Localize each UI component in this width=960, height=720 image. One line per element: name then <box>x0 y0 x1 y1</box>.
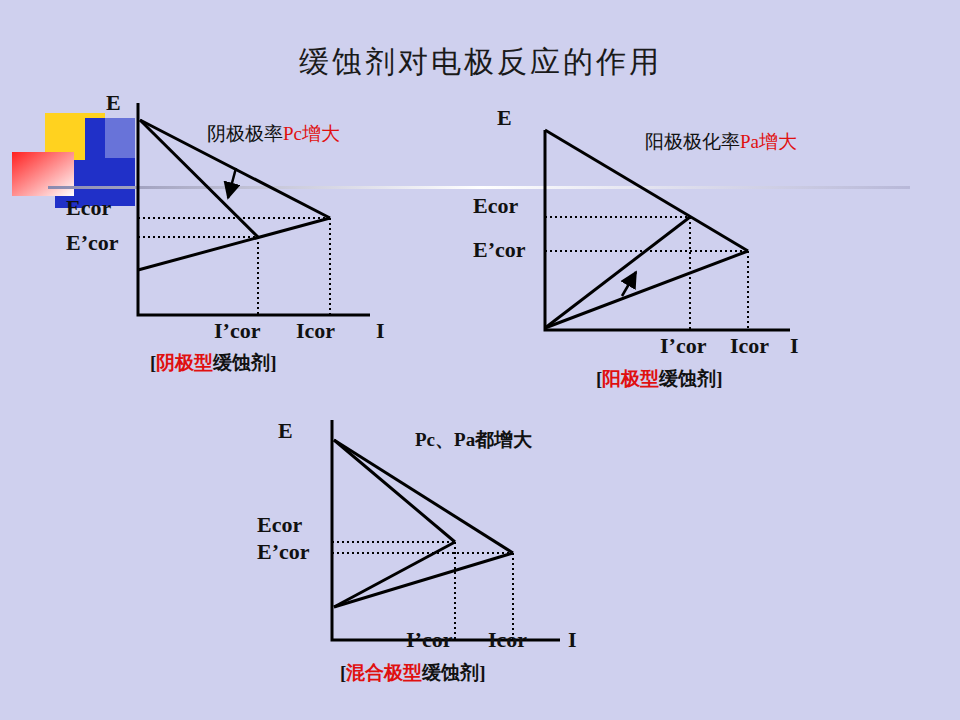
axis-label: ] <box>479 662 485 684</box>
label-row: [阴极型缓蚀剂] <box>150 350 277 376</box>
axis-label: 缓蚀剂 <box>659 366 716 392</box>
deco-square <box>12 152 74 196</box>
shift-arrow <box>228 168 636 296</box>
axis-label: I <box>790 333 799 359</box>
label-row: [混合极型缓蚀剂] <box>340 660 486 686</box>
cathode-curve <box>545 130 748 251</box>
axis-label: [ <box>340 662 346 684</box>
cathode-curve <box>334 440 513 553</box>
axis-label: E <box>278 418 293 444</box>
guide-lines <box>138 217 748 640</box>
axes <box>545 130 790 330</box>
axis-label: E’cor <box>473 237 526 263</box>
axis-label: I <box>376 318 385 344</box>
label-row: Pc、Pa都增大 <box>415 427 532 453</box>
axis-label: E <box>497 105 512 131</box>
anode-curve <box>334 553 513 607</box>
label-row: I’cor <box>406 627 452 653</box>
axis-label: Pa增大 <box>740 129 797 155</box>
label-row: I <box>790 333 799 359</box>
axis-label: 阴极极率 <box>207 121 283 147</box>
anode-curve <box>138 218 330 270</box>
axis-label: I’cor <box>660 333 706 359</box>
axis-label: Icor <box>296 318 335 344</box>
cathode-curve-inhibited <box>334 440 455 542</box>
axis-label: Ecor <box>66 195 111 221</box>
axis-label: 阴极型 <box>156 350 213 376</box>
axis-label: Icor <box>730 333 769 359</box>
label-row: I’cor <box>214 318 260 344</box>
label-row: Ecor <box>257 512 302 538</box>
label-row: Icor <box>730 333 769 359</box>
label-row: E’cor <box>473 237 526 263</box>
label-row: Icor <box>488 627 527 653</box>
axis-label: E’cor <box>66 230 119 256</box>
axis-label: 缓蚀剂 <box>213 350 270 376</box>
label-row: [阳极型缓蚀剂] <box>596 366 723 392</box>
deco-rule <box>48 186 910 189</box>
deco-square <box>105 118 135 158</box>
deco-square <box>85 118 135 206</box>
label-row: E’cor <box>66 230 119 256</box>
axis-label: [ <box>596 368 602 390</box>
axis-label: E <box>106 90 121 116</box>
label-row: 阳极极化率Pa增大 <box>645 129 797 155</box>
anode-curve <box>545 251 748 328</box>
axis-label: Ecor <box>473 193 518 219</box>
axis-label: Pc、Pa都增大 <box>415 427 532 453</box>
label-row: I <box>376 318 385 344</box>
axis-label: ] <box>716 368 722 390</box>
label-row: 阴极极率Pc增大 <box>207 121 340 147</box>
axis-label: Icor <box>488 627 527 653</box>
label-row: E’cor <box>257 539 310 565</box>
label-row: E <box>278 418 293 444</box>
axis-label: E’cor <box>257 539 310 565</box>
axis-label: 缓蚀剂 <box>422 660 479 686</box>
label-row: Ecor <box>66 195 111 221</box>
label-row: Icor <box>296 318 335 344</box>
polarization-diagram <box>138 103 790 640</box>
label-row: E <box>106 90 121 116</box>
axis-label: 阳极极化率 <box>645 129 740 155</box>
axis-label: [ <box>150 352 156 374</box>
axis-label: 混合极型 <box>346 660 422 686</box>
axis-label: I <box>568 627 577 653</box>
axis-label: I’cor <box>406 627 452 653</box>
axes <box>332 420 560 640</box>
anode-curve-inhibited <box>545 217 690 328</box>
axes <box>138 103 370 315</box>
anode-curve-inhibited <box>334 542 455 607</box>
axis-label: I’cor <box>214 318 260 344</box>
axis-label: Pc增大 <box>283 121 340 147</box>
slide-title: 缓蚀剂对电极反应的作用 <box>0 42 960 83</box>
axis-label: ] <box>270 352 276 374</box>
axis-label: Ecor <box>257 512 302 538</box>
label-row: E <box>497 105 512 131</box>
label-row: I’cor <box>660 333 706 359</box>
label-row: Ecor <box>473 193 518 219</box>
axis-label: 阳极型 <box>602 366 659 392</box>
label-row: I <box>568 627 577 653</box>
